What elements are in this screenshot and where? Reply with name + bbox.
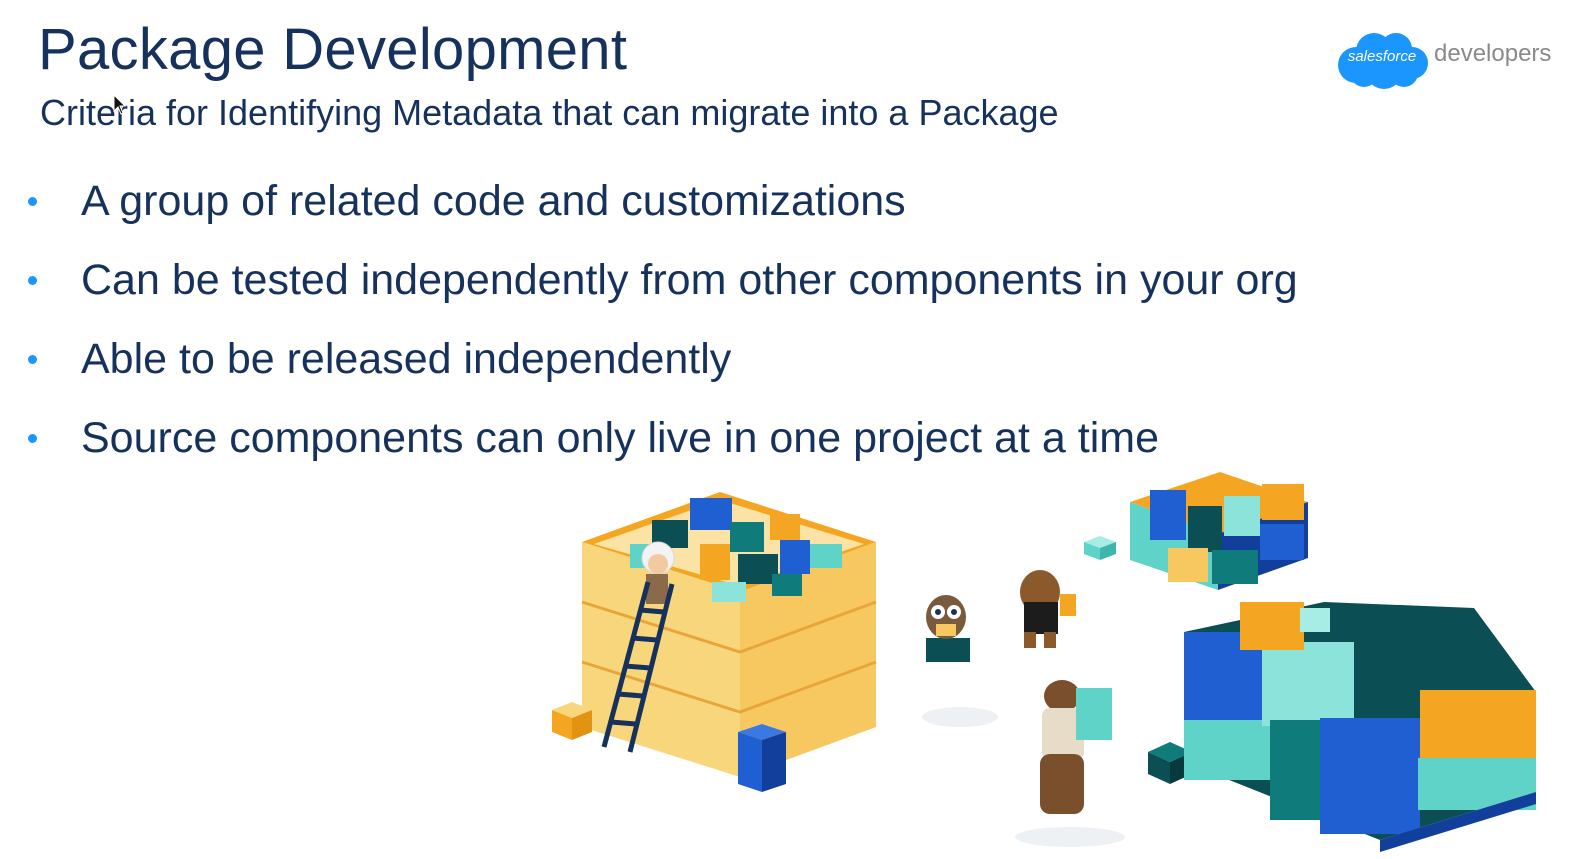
big-crate-icon [581,492,877,777]
salesforce-developers-logo: salesforce developers [1334,28,1551,92]
bullet-text: Able to be released independently [81,335,732,383]
owl-character-icon [926,595,970,662]
logo-word: developers [1434,40,1552,67]
bullet-text: A group of related code and customizatio… [81,177,906,225]
bullet-list: A group of related code and customizatio… [28,162,1298,478]
salesforce-cloud-icon: salesforce [1334,29,1430,91]
page-title: Package Development [38,17,628,82]
logo-brand-text: salesforce [1347,48,1417,65]
bullet-text: Source components can only live in one p… [81,414,1159,462]
bear-character-icon [1040,680,1112,814]
einstein-character-icon [641,541,675,604]
illustration [552,472,1536,852]
list-item: Can be tested independently from other c… [28,241,1298,320]
block-stacks-icon [1130,472,1536,852]
moose-character-icon [1020,570,1076,648]
bullet-icon [28,355,37,364]
page-subtitle: Criteria for Identifying Metadata that c… [40,92,1059,133]
bullet-icon [28,276,37,285]
mouse-cursor-icon [113,94,127,115]
list-item: Able to be released independently [28,320,1298,399]
bullet-text: Can be tested independently from other c… [81,256,1298,304]
bullet-icon [28,197,37,206]
bullet-icon [28,434,37,443]
list-item: A group of related code and customizatio… [28,162,1298,241]
ladder-icon [601,581,675,753]
list-item: Source components can only live in one p… [28,399,1298,478]
